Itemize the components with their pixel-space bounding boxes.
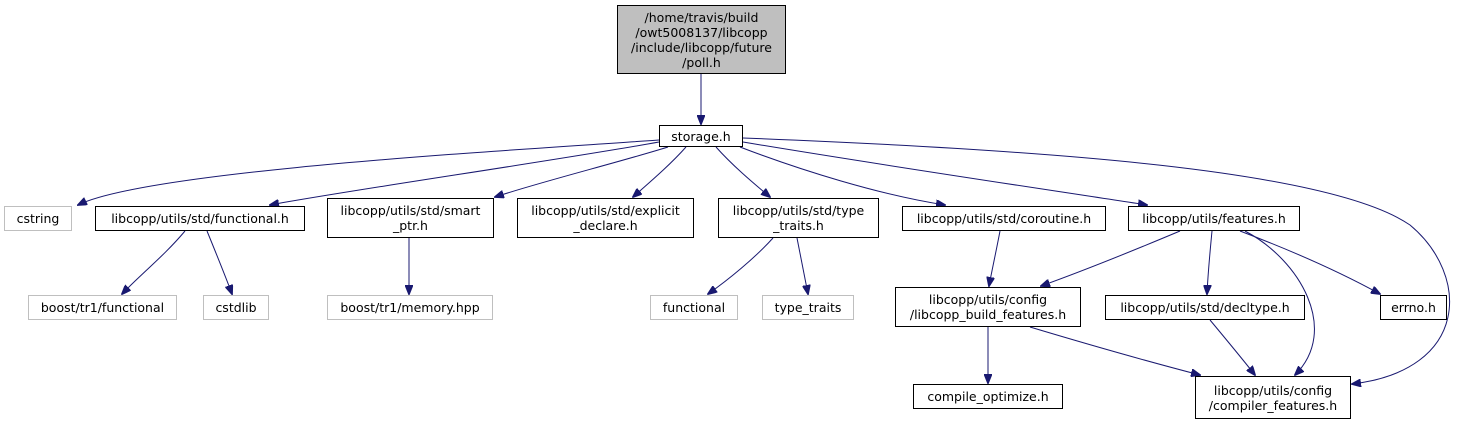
node-cstring[interactable]: cstring xyxy=(4,206,72,231)
edge-storage-to-coroutine xyxy=(739,146,945,205)
node-cstdlib[interactable]: cstdlib xyxy=(203,295,269,320)
node-storage-h[interactable]: storage.h xyxy=(659,125,743,147)
node-functional[interactable]: functional xyxy=(650,295,738,320)
node-coroutine-h[interactable]: libcopp/utils/std/coroutine.h xyxy=(902,206,1106,231)
edge-type_traits_h-to-functional xyxy=(708,237,774,294)
edge-features-to-build_features xyxy=(1041,230,1181,286)
edge-features-to-decltype xyxy=(1207,230,1213,294)
node-compiler-features-h[interactable]: libcopp/utils/config /compiler_features.… xyxy=(1195,376,1351,419)
node-boost-tr1-functional[interactable]: boost/tr1/functional xyxy=(28,295,177,320)
edge-storage-to-cstring xyxy=(78,139,660,205)
node-poll-h[interactable]: /home/travis/build /owt5008137/libcopp /… xyxy=(617,5,786,74)
node-boost-tr1-memory-hpp[interactable]: boost/tr1/memory.hpp xyxy=(327,295,493,320)
edge-storage-to-compiler_features xyxy=(742,137,1450,384)
node-functional-h[interactable]: libcopp/utils/std/functional.h xyxy=(95,206,305,231)
node-smart-ptr-h[interactable]: libcopp/utils/std/smart _ptr.h xyxy=(327,198,494,238)
node-features-h[interactable]: libcopp/utils/features.h xyxy=(1128,206,1300,231)
edge-storage-to-smart_ptr xyxy=(495,146,669,197)
edge-functional_h-to-cstdlib xyxy=(206,230,232,294)
node-decltype-h[interactable]: libcopp/utils/std/decltype.h xyxy=(1105,295,1305,320)
node-libcopp-build-features-h[interactable]: libcopp/utils/config /libcopp_build_feat… xyxy=(895,287,1081,327)
edge-coroutine-to-build_features xyxy=(989,230,1001,286)
edge-storage-to-functional_h xyxy=(270,141,660,205)
edge-features-to-compiler_features xyxy=(1244,230,1315,375)
node-type-traits[interactable]: type_traits xyxy=(762,295,854,320)
edge-functional_h-to-boost_functional xyxy=(122,230,186,294)
node-explicit-declare-h[interactable]: libcopp/utils/std/explicit _declare.h xyxy=(517,198,694,238)
node-compile-optimize-h[interactable]: compile_optimize.h xyxy=(913,384,1063,409)
edge-build_features-to-compiler_features xyxy=(1029,326,1200,375)
edge-storage-to-features xyxy=(742,141,1147,205)
node-errno-h[interactable]: errno.h xyxy=(1380,295,1447,320)
node-type-traits-h[interactable]: libcopp/utils/std/type _traits.h xyxy=(718,198,879,238)
edge-type_traits_h-to-type_traits xyxy=(796,237,808,294)
edge-storage-to-type_traits_h xyxy=(715,146,770,197)
edge-decltype-to-compiler_features xyxy=(1209,319,1255,375)
edge-storage-to-explicit_declare xyxy=(633,146,687,197)
